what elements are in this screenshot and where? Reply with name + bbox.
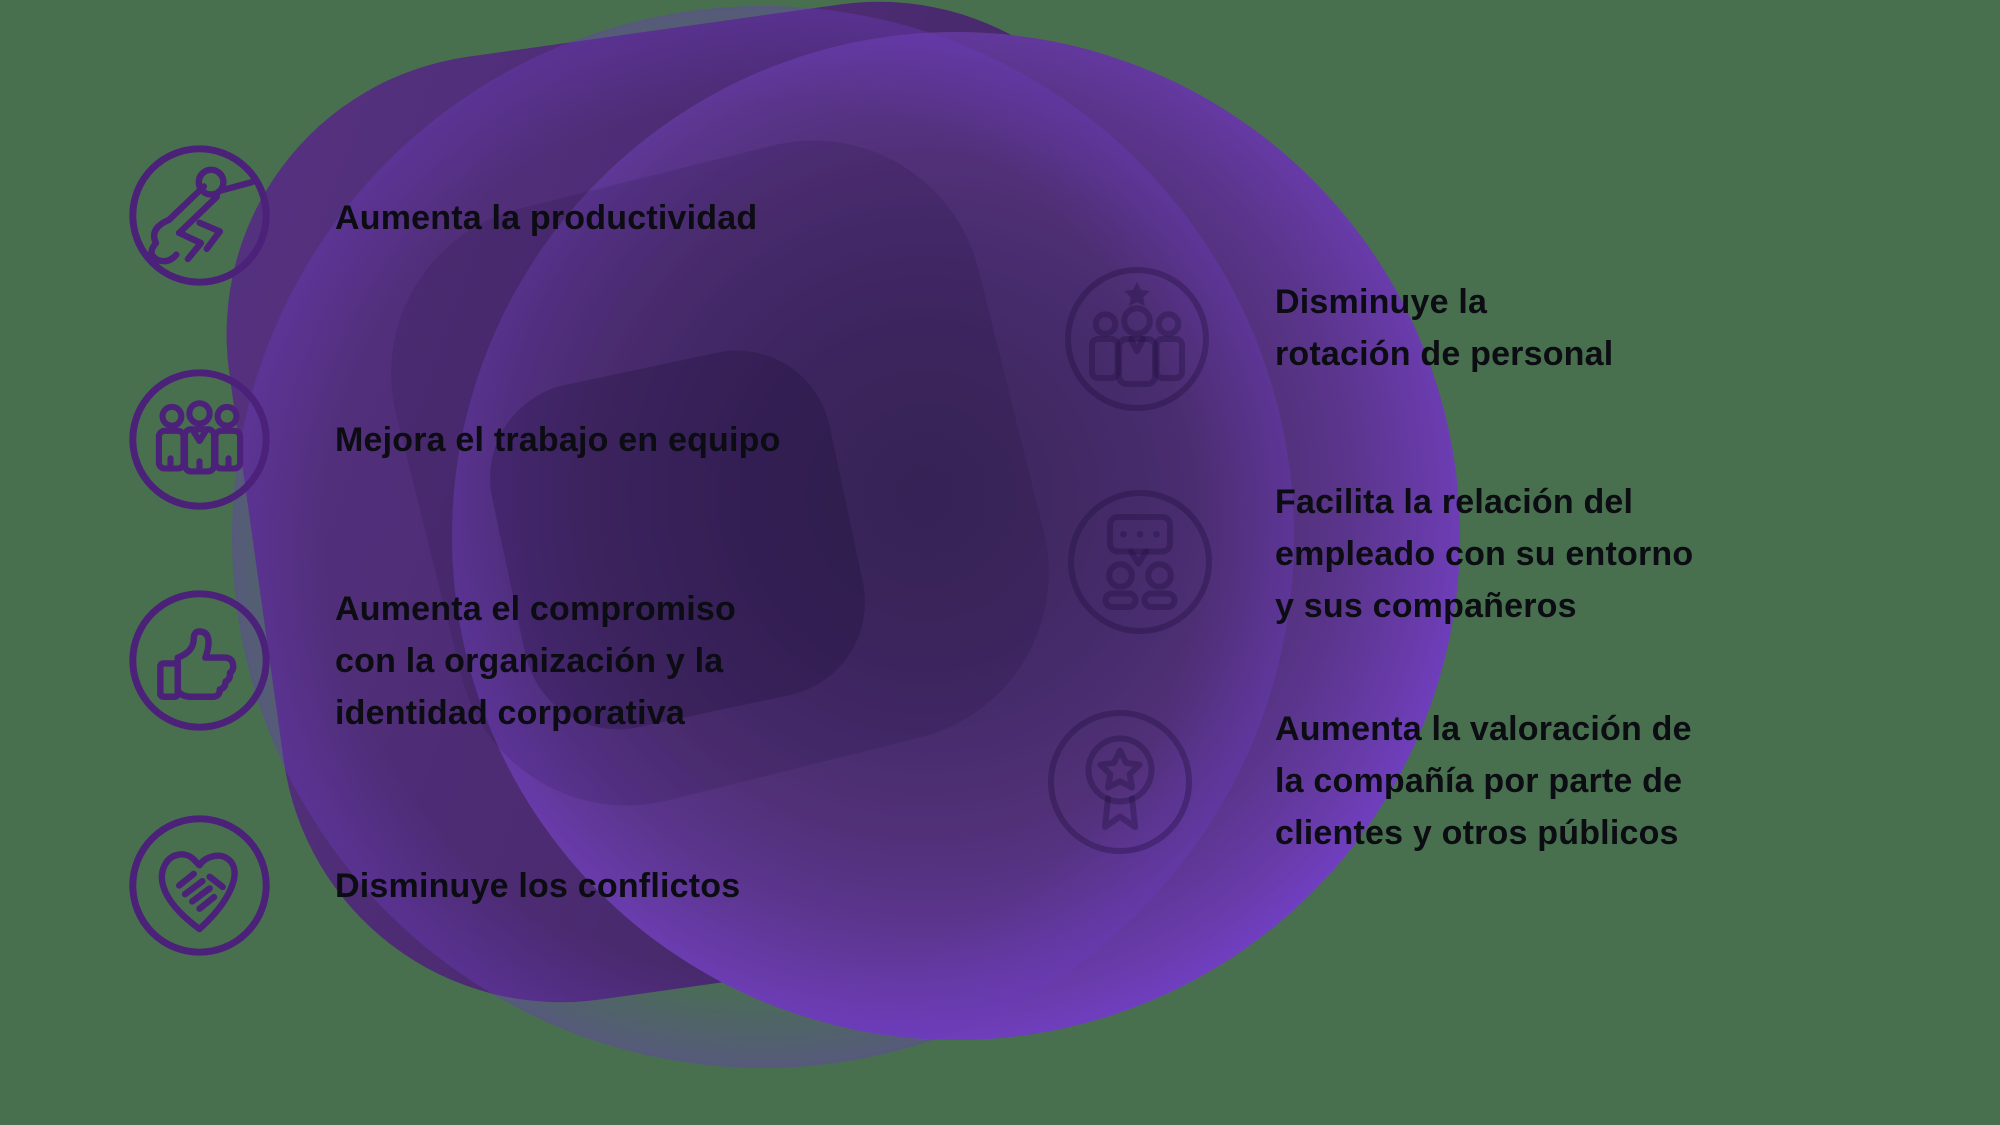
thumbs-up-icon <box>127 588 272 733</box>
benefit-label-compromiso: Aumenta el compromiso con la organizació… <box>335 590 736 732</box>
heart-handshake-icon <box>127 813 272 958</box>
superhero-icon <box>127 143 272 288</box>
benefit-label-productividad: Aumenta la productividad <box>335 199 758 237</box>
benefit-label-relacion: Facilita la relación del empleado con su… <box>1275 483 1694 625</box>
award-badge-icon <box>1045 707 1195 857</box>
benefit-label-trabajo-equipo: Mejora el trabajo en equipo <box>335 421 781 459</box>
benefit-label-rotacion: Disminuye la rotación de personal <box>1275 283 1614 373</box>
chat-people-icon <box>1065 487 1215 637</box>
benefit-label-valoracion: Aumenta la valoración de la compañía por… <box>1275 710 1692 852</box>
benefit-label-conflictos: Disminuye los conflictos <box>335 867 741 905</box>
teamwork-icon <box>127 367 272 512</box>
blob-bottom-glow <box>452 32 1460 1040</box>
team-leader-star-icon <box>1062 264 1212 414</box>
